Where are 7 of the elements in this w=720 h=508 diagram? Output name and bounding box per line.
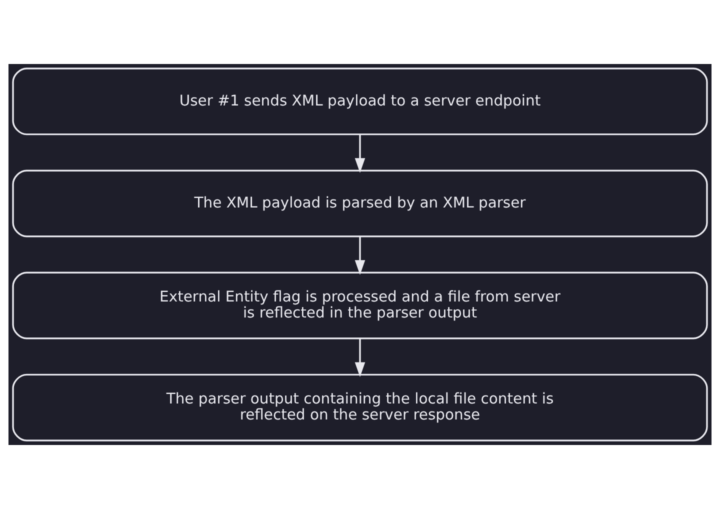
node-box: User #1 sends XML payload to a server endpoint: [12, 67, 708, 135]
arrow: [354, 236, 366, 274]
arrow: [354, 338, 366, 376]
node-box: The parser output containing the local file content is reflected on the server response: [12, 373, 708, 441]
arrow: [354, 134, 366, 172]
node-box: The XML payload is parsed by an XML parser: [12, 169, 708, 237]
node-box: External Entity flag is processed and a file from server is reflected in the parser output: [12, 271, 708, 339]
